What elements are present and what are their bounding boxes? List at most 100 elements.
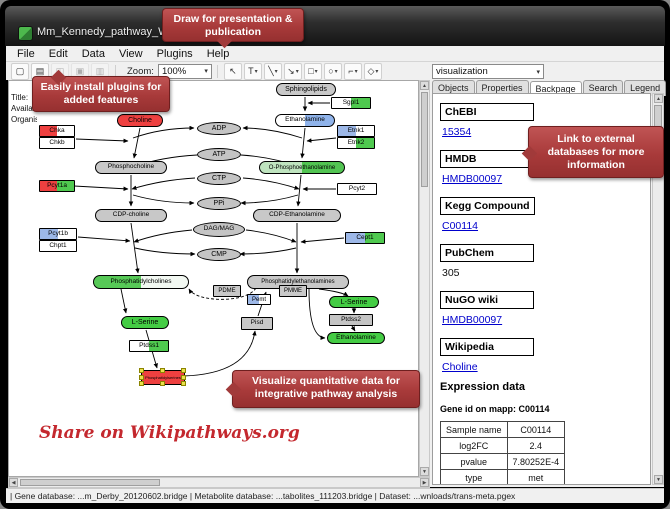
node-ethanolamine-2[interactable]: Ethanolamine — [327, 332, 385, 344]
label-tool-icon[interactable]: T▾ — [243, 62, 262, 80]
node-ppi[interactable]: PPi — [197, 197, 241, 210]
pathway-canvas[interactable]: Title:Availability:Organism: — [8, 80, 419, 477]
rectangle-tool-icon[interactable]: □▾ — [303, 62, 322, 80]
zoom-value: 100% — [161, 65, 187, 77]
node-pdme[interactable]: PDME — [213, 285, 241, 297]
node-ptdss2[interactable]: Ptdss2 — [329, 314, 373, 326]
gene-id-line: Gene id on mapp: C00114 — [440, 404, 550, 414]
backpage-section: ChEBI 15354 — [440, 99, 643, 138]
selection-handle[interactable] — [181, 368, 186, 373]
selection-handle[interactable] — [160, 368, 165, 373]
node-phosphocholine[interactable]: Phosphocholine — [95, 161, 167, 174]
node-pmme[interactable]: PMME — [279, 285, 307, 297]
database-link[interactable]: C00114 — [442, 220, 479, 232]
shape-tool-icon[interactable]: ◇▾ — [363, 62, 382, 80]
node-sgpl1[interactable]: Sgpl1 — [331, 97, 371, 109]
node-pcyt1a[interactable]: Pcyt1a — [39, 180, 75, 192]
node-chkb[interactable]: Chkb — [39, 137, 75, 149]
scroll-right-icon[interactable]: ▶ — [420, 478, 429, 487]
node-o-phosphoethanolamine[interactable]: O-Phosphoethanolamine — [259, 161, 345, 174]
scrollbar-thumb[interactable] — [20, 479, 160, 486]
node-sphingolipids[interactable]: Sphingolipids — [276, 83, 336, 96]
node-pcyt2[interactable]: Pcyt2 — [337, 183, 377, 195]
node-pisd[interactable]: Pisd — [241, 317, 273, 330]
node-pcyt1b[interactable]: Pcyt1b — [39, 228, 77, 240]
select-tool-icon[interactable]: ↖ — [223, 62, 242, 80]
tab-legend[interactable]: Legend — [624, 80, 667, 96]
node-l-serine-left[interactable]: L-Serine — [121, 316, 169, 329]
tab-objects[interactable]: Objects — [432, 80, 475, 96]
selection-handle[interactable] — [139, 368, 144, 373]
node-ptdss1[interactable]: Ptdss1 — [129, 340, 169, 352]
scroll-down-icon[interactable]: ▼ — [420, 467, 429, 476]
visualization-value: visualization — [436, 66, 488, 77]
canvas-vertical-scrollbar[interactable]: ▲ ▼ — [419, 80, 430, 477]
menu-view[interactable]: View — [118, 47, 143, 60]
tab-properties[interactable]: Properties — [475, 80, 529, 96]
database-header-pubchem: PubChem — [440, 244, 534, 262]
scroll-up-icon[interactable]: ▲ — [654, 94, 663, 103]
zoom-select[interactable]: 100% ▾ — [157, 63, 212, 79]
node-choline[interactable]: Choline — [117, 114, 163, 127]
database-link[interactable]: 15354 — [442, 126, 472, 138]
node-etnk2[interactable]: Etnk2 — [337, 137, 375, 149]
menu-file[interactable]: File — [17, 47, 35, 60]
database-header-chebi: ChEBI — [440, 103, 534, 121]
scroll-left-icon[interactable]: ◀ — [9, 478, 18, 487]
table-cell: met — [506, 469, 566, 484]
pathway-info-labels: Title:Availability:Organism: — [11, 92, 37, 125]
menu-data[interactable]: Data — [81, 47, 105, 60]
node-cdp-choline[interactable]: CDP-choline — [95, 209, 167, 222]
line-tool-icon[interactable]: ╲▾ — [263, 62, 282, 80]
node-ctp[interactable]: CTP — [197, 172, 241, 185]
table-cell: 7.80252E-4 — [506, 453, 566, 470]
database-link[interactable]: HMDB00097 — [442, 314, 503, 326]
new-file-icon[interactable]: ▢ — [11, 62, 29, 80]
node-atp[interactable]: ATP — [197, 148, 241, 161]
visualization-select[interactable]: visualization ▾ — [432, 64, 544, 79]
node-cept1[interactable]: Cept1 — [345, 232, 385, 244]
node-adp[interactable]: ADP — [197, 122, 241, 135]
menu-edit[interactable]: Edit — [48, 47, 68, 60]
menu-plugins[interactable]: Plugins — [156, 47, 193, 60]
node-cmp[interactable]: CMP — [197, 248, 241, 261]
node-etnk1[interactable]: Etnk1 — [337, 125, 375, 137]
selection-handle[interactable] — [181, 374, 186, 380]
status-text: | Gene database: ...m_Derby_20120602.bri… — [10, 491, 516, 501]
elbow-tool-icon[interactable]: ⌐▾ — [343, 62, 362, 80]
status-bar: | Gene database: ...m_Derby_20120602.bri… — [6, 488, 664, 503]
table-cell: pvalue — [440, 453, 508, 470]
node-chpt1[interactable]: Chpt1 — [39, 240, 77, 252]
database-link[interactable]: Choline — [442, 361, 478, 373]
database-link[interactable]: HMDB00097 — [442, 173, 503, 185]
pathvisio-app-icon — [18, 26, 33, 41]
arrow-tool-icon[interactable]: ↘▾ — [283, 62, 302, 80]
chevron-down-icon: ▾ — [254, 68, 258, 75]
node-chka[interactable]: Chka — [39, 125, 75, 137]
node-cdp-ethanolamine[interactable]: CDP-Ethanolamine — [253, 209, 341, 222]
scroll-down-icon[interactable]: ▼ — [654, 475, 663, 484]
selection-handle[interactable] — [160, 381, 165, 386]
chevron-down-icon: ▾ — [375, 68, 379, 75]
selection-handle[interactable] — [139, 381, 144, 386]
selection-handle[interactable] — [139, 374, 144, 380]
selection-handle[interactable] — [181, 381, 186, 386]
chevron-down-icon: ▾ — [314, 68, 318, 75]
node-phosphatidylserines[interactable]: Phosphatidylserines — [139, 368, 186, 386]
table-cell: 2.4 — [506, 437, 566, 454]
scrollbar-thumb[interactable] — [421, 92, 428, 187]
node-dag-mag[interactable]: DAG/MAG — [193, 222, 245, 237]
expression-data-heading: Expression data — [440, 381, 525, 393]
ellipse-tool-icon[interactable]: ○▾ — [323, 62, 342, 80]
scroll-up-icon[interactable]: ▲ — [420, 81, 429, 90]
node-phosphatidylcholines[interactable]: Phosphatidylcholines — [93, 275, 189, 289]
share-on-wikipathways-text: Share on Wikipathways.org — [39, 423, 300, 443]
tab-search[interactable]: Search — [582, 80, 624, 96]
node-l-serine-right[interactable]: L-Serine — [329, 296, 379, 308]
node-ethanolamine[interactable]: Ethanolamine — [275, 114, 335, 127]
toolbar-separator — [216, 64, 218, 78]
canvas-horizontal-scrollbar[interactable]: ◀ ▶ — [8, 477, 430, 488]
menu-help[interactable]: Help — [206, 47, 230, 60]
node-pemt[interactable]: Pemt — [247, 294, 271, 305]
